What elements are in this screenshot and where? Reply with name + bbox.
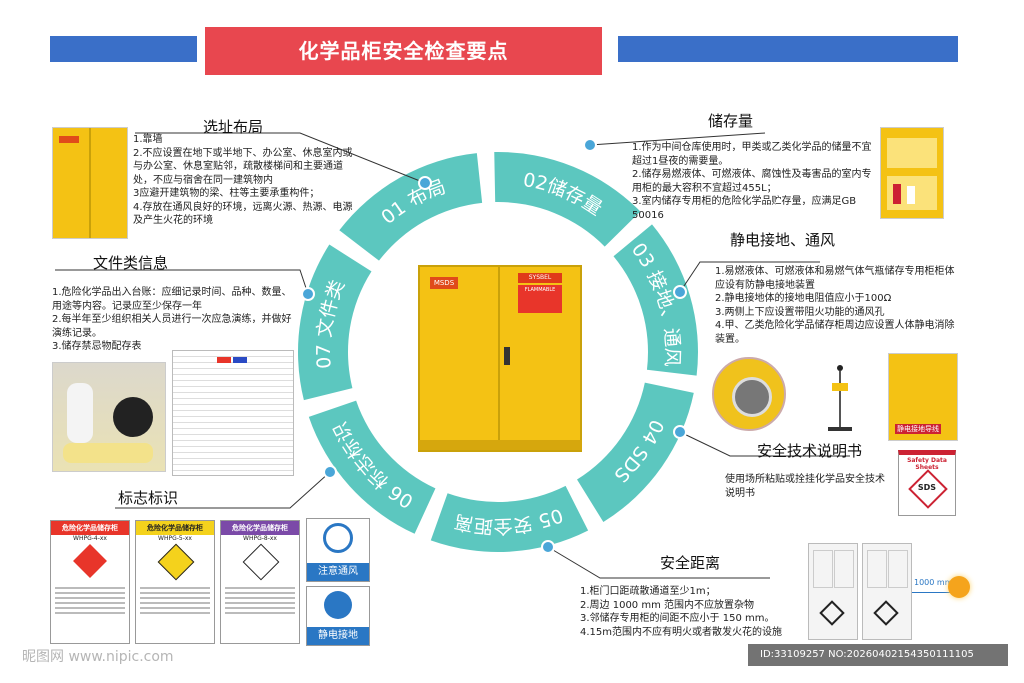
- distance-title: 安全距离: [660, 554, 721, 572]
- sign-card-flammable: 危险化学品储存柜 WHPG-4-xx: [50, 520, 130, 644]
- cabinet-handle: [504, 347, 510, 365]
- page-title: 化学品柜安全检查要点: [205, 27, 602, 75]
- sign-card-oxidizer: 危险化学品储存柜 WHPG-5-xx: [135, 520, 215, 644]
- spark-icon: [948, 576, 970, 598]
- msds-label: MSDS: [430, 277, 458, 289]
- compatibility-table: [172, 350, 294, 476]
- sds-text: 使用场所粘贴或拴挂化学品安全技术说明书: [725, 474, 885, 499]
- brand-label: SYSBEL: [518, 273, 562, 283]
- ground-icon: [324, 591, 352, 619]
- distance-text: 1.柜门口距疏散通道至少1m； 2.周边 1000 mm 范围内不应放置杂物 3…: [580, 586, 783, 638]
- grounding-post-photo: [820, 365, 860, 435]
- ring-segment-4: [577, 382, 694, 523]
- header-bar-left: [50, 36, 197, 62]
- grounding-title: 静电接地、通风: [730, 231, 836, 249]
- header-bar-right: [618, 36, 958, 62]
- sign-card-corrosive: 危险化学品储存柜 WHPG-8-xx: [220, 520, 300, 644]
- center-cabinet: MSDS SYSBEL FLAMMABLE: [418, 265, 582, 452]
- grounding-text: 1.易燃液体、可燃液体和易燃气体气瓶储存专用柜柜体应设有防静电接地装置 2.静电…: [715, 266, 955, 345]
- distance-measure-label: 1000 mm: [914, 578, 953, 587]
- grounding-wire-photo: 静电接地导线: [888, 353, 958, 441]
- ring-segment-5: [430, 485, 589, 553]
- cabinet-door-split: [498, 267, 500, 450]
- flammable-label: FLAMMABLE: [518, 285, 562, 313]
- layout-title: 选址布局: [203, 118, 264, 136]
- sds-book-photo: Safety Data Sheets SDS: [898, 450, 956, 516]
- leader-lines: [55, 132, 850, 579]
- ring-segment-6: [308, 400, 436, 534]
- fan-icon: [323, 523, 353, 553]
- vent-notice-sign: 注意通风: [306, 518, 370, 582]
- ground-notice-sign: 静电接地: [306, 586, 370, 646]
- distance-arrow: [912, 592, 954, 593]
- watermark-right: ID:33109257 NO:20260402154350111105: [760, 649, 974, 660]
- sds-title: 安全技术说明书: [757, 442, 863, 460]
- vent-photo: [712, 357, 786, 431]
- storage-title: 储存量: [708, 112, 754, 130]
- ring-segment-2: [494, 152, 641, 247]
- watermark-left: 昵图网 www.nipic.com: [22, 649, 174, 665]
- ring-segment-3: [613, 224, 698, 376]
- signs-title: 标志标识: [118, 489, 179, 507]
- distance-cabinet-photo-2: [862, 543, 912, 640]
- layout-cabinet-photo: [52, 127, 128, 239]
- ring-segment-7: [298, 244, 372, 401]
- connector-dots: [301, 138, 687, 554]
- storage-text: 1.作为中间仓库使用时，甲类或乙类化学品的储量不宜超过1昼夜的需要量。 2.储存…: [632, 142, 872, 221]
- distance-cabinet-photo-1: [808, 543, 858, 640]
- docs-text: 1.危险化学品出入台账：应细记录时间、品种、数量、用途等内容。记录应至少保存一年…: [52, 287, 292, 352]
- watermark-bar: [748, 644, 1008, 666]
- storage-cabinet-photo: [880, 127, 944, 219]
- grounding-wire-caption: 静电接地导线: [895, 424, 941, 434]
- emergency-drill-photo: [52, 362, 166, 472]
- ring-segments: [298, 152, 698, 553]
- ring-segment-1: [339, 153, 483, 261]
- layout-text: 1.靠墙 2.不应设置在地下或半地下、办公室、休息室内或与办公室、休息室贴邻，疏…: [133, 134, 353, 226]
- cabinet-base: [418, 440, 582, 450]
- docs-title: 文件类信息: [93, 254, 169, 272]
